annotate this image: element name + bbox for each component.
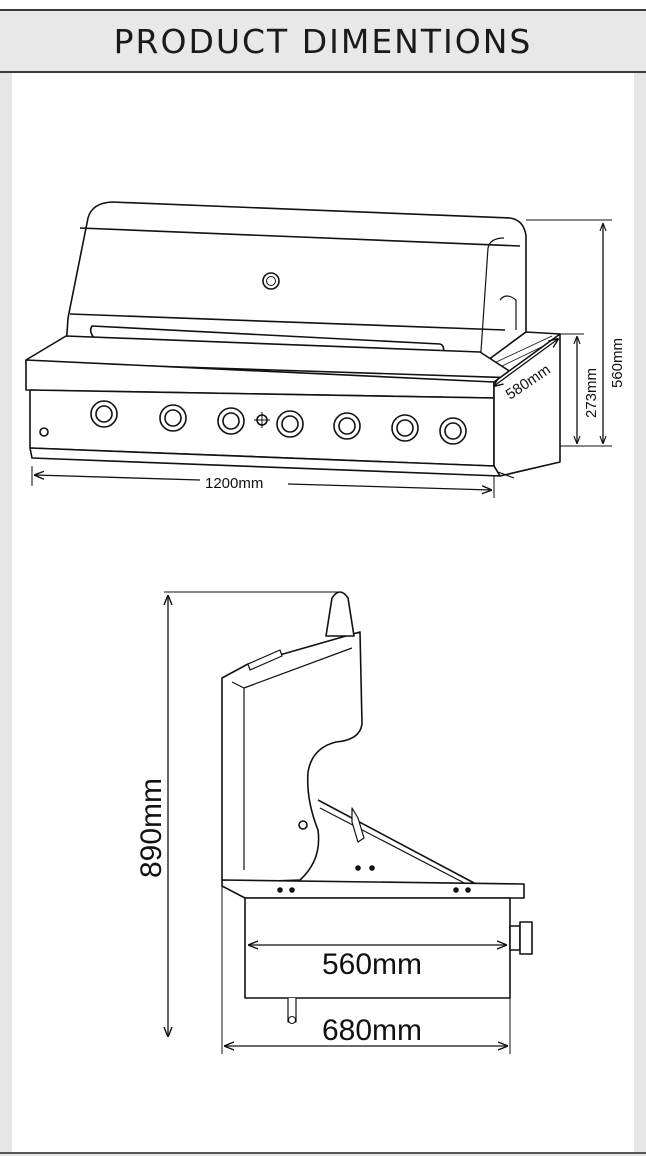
body-base — [29, 447, 501, 477]
indicator-light-icon — [39, 427, 49, 437]
knob-icon — [391, 414, 419, 442]
control-knobs — [39, 400, 467, 445]
igniter-icon — [254, 412, 270, 428]
hood-outline — [65, 201, 527, 367]
lid-handle — [325, 591, 355, 637]
inner-depth-label: 560mm — [322, 948, 422, 981]
knob-icon — [159, 404, 187, 432]
page-header: PRODUCT DIMENTIONS — [0, 9, 646, 73]
hood-front-edge — [69, 313, 506, 331]
front-dimensions — [31, 219, 612, 498]
thermometer-icon — [262, 272, 280, 290]
strut-hinge — [351, 807, 365, 843]
bbq-front-view — [25, 201, 561, 479]
lid-strut — [317, 799, 477, 885]
lid-outline — [221, 631, 363, 883]
side-dimensions — [164, 591, 511, 1054]
side-knob — [509, 925, 521, 951]
width-dim-line-left — [35, 475, 201, 481]
width-dim-line-right — [287, 483, 491, 490]
depth-dim-line — [494, 339, 558, 386]
hood-side-slot — [499, 295, 517, 330]
bbq-side-view — [221, 591, 533, 1024]
outer-depth-label: 680mm — [322, 1014, 422, 1047]
bottom-divider — [0, 1152, 646, 1154]
lid-vent — [247, 649, 283, 671]
base-height-label: 273mm — [583, 368, 600, 418]
knob-icon — [90, 400, 118, 428]
lid-bolt-icon — [298, 820, 308, 830]
knob-icon — [333, 412, 361, 440]
total-height-label: 560mm — [609, 338, 626, 388]
top-plate — [221, 879, 525, 899]
hood-side-panel — [479, 237, 505, 367]
side-height-label: 890mm — [135, 778, 168, 878]
hood-top-edge — [79, 227, 521, 247]
knob-icon — [276, 410, 304, 438]
knob-icon — [217, 407, 245, 435]
width-label: 1200mm — [205, 475, 263, 492]
page-title: PRODUCT DIMENTIONS — [113, 21, 533, 61]
knob-icon — [439, 417, 467, 445]
